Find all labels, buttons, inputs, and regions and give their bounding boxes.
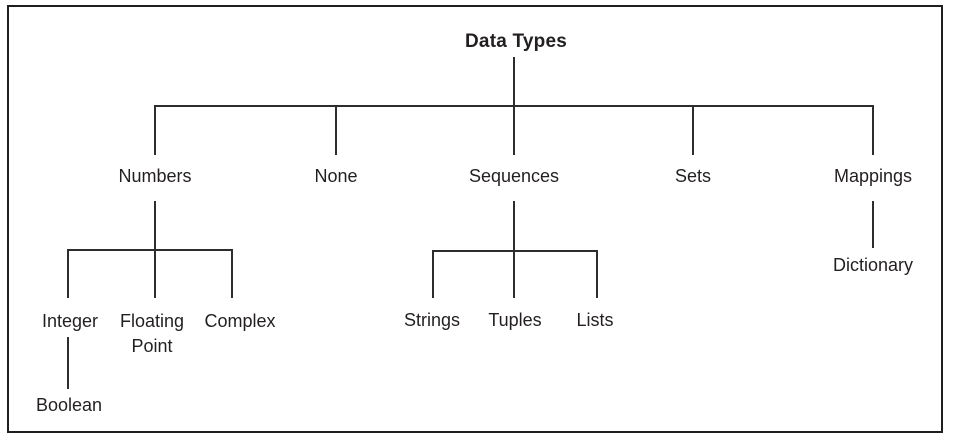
edge-lists-drop [596,250,598,298]
node-complex: Complex [204,311,276,331]
edge-sequences-bar [432,250,598,252]
node-numbers: Numbers [118,166,192,186]
node-tuples: Tuples [488,310,542,330]
node-data-types: Data Types [465,31,567,52]
edge-sequences-stem [513,201,515,298]
edge-numbers-drop [154,105,156,155]
edge-strings-drop [432,250,434,298]
node-lists: Lists [576,310,614,330]
node-boolean: Boolean [35,395,103,415]
edge-integer-drop [67,249,69,298]
edge-mappings-drop [872,105,874,155]
edge-boolean-stem [67,337,69,389]
edge-sets-drop [692,105,694,155]
node-sets: Sets [674,166,712,186]
edge-none-drop [335,105,337,155]
diagram-border [7,5,943,433]
node-integer: Integer [41,311,99,331]
node-mappings: Mappings [833,166,913,186]
node-sequences: Sequences [468,166,560,186]
node-strings: Strings [403,310,461,330]
edge-level1-bar [154,105,874,107]
node-dictionary: Dictionary [832,255,914,275]
edge-complex-drop [231,249,233,298]
edge-numbers-bar [67,249,233,251]
node-floating-point: Floating Point [119,311,185,356]
node-none: None [314,166,358,186]
edge-dictionary-stem [872,201,874,248]
